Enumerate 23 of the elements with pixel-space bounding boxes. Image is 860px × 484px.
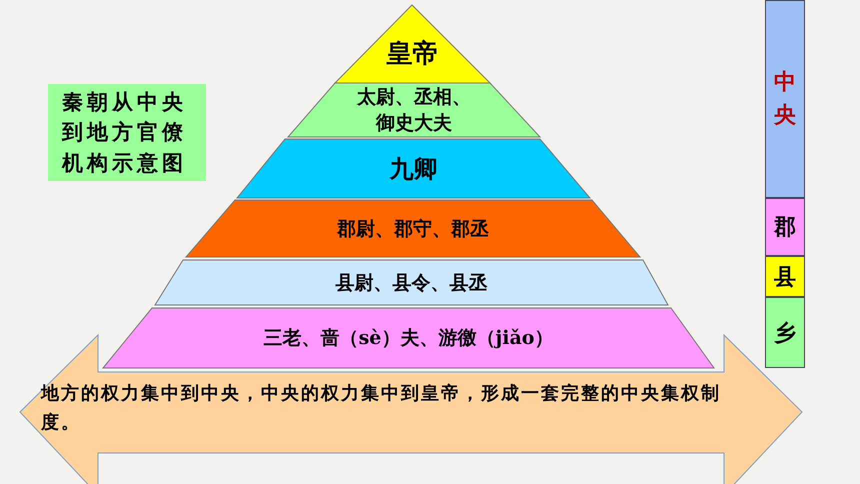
pyramid-layer bbox=[155, 260, 668, 305]
label-text: 郡 bbox=[774, 213, 796, 242]
label-text: 三老、啬（sè）夫、游徼（jiǎo） bbox=[264, 326, 554, 351]
label-text: 中央 bbox=[774, 68, 796, 130]
column-segment bbox=[765, 297, 805, 368]
label-text: 皇帝 bbox=[386, 38, 438, 71]
column-segment bbox=[765, 198, 805, 256]
label-text: 太尉、丞相、御史大夫 bbox=[356, 85, 472, 136]
summary-text: 地方的权力集中到中央，中央的权力集中到皇帝，形成一套完整的中央集权制度。 bbox=[41, 382, 722, 435]
label-text: 县尉、县令、县丞 bbox=[336, 270, 488, 296]
pyramid-layer bbox=[237, 139, 590, 198]
pyramid-top bbox=[335, 5, 490, 83]
pyramid-layer bbox=[103, 308, 714, 368]
column-segment bbox=[765, 0, 805, 198]
label-text: 乡 bbox=[774, 318, 796, 348]
label-text: 郡尉、郡守、郡丞 bbox=[337, 216, 489, 242]
column-segment bbox=[765, 256, 805, 297]
label-text: 九卿 bbox=[390, 152, 438, 184]
title-text: 秦朝从中央到地方官僚机构示意图 bbox=[62, 88, 188, 177]
label-text: 县 bbox=[774, 262, 796, 292]
title-box bbox=[48, 84, 206, 181]
pyramid-layer bbox=[186, 200, 640, 257]
pyramid-layer bbox=[288, 83, 540, 137]
